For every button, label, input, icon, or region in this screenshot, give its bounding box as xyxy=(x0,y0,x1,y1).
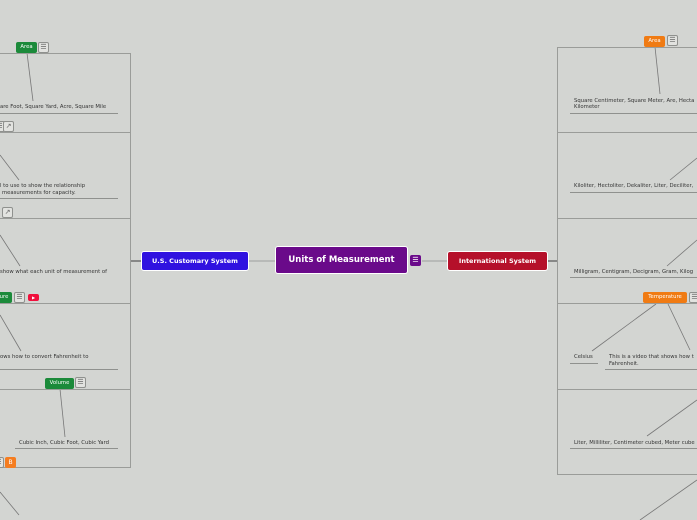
topic-text: Liter, Milliliter, Centimeter cubed, Met… xyxy=(574,440,695,446)
topic-frame xyxy=(0,132,131,219)
topic-badge-volume[interactable]: Volume xyxy=(45,378,74,389)
topic-text: l to use to show the relationship xyxy=(0,183,86,189)
topic-text: Cubic Inch, Cubic Foot, Cubic Yard xyxy=(19,440,109,446)
link-icon[interactable]: ↗ xyxy=(2,207,13,218)
topic-frame xyxy=(557,132,697,219)
topic-text: This is a video that shows how t xyxy=(609,354,694,360)
topic-frame xyxy=(0,303,131,390)
topic-frame xyxy=(0,53,131,133)
notes-icon[interactable]: ☰ xyxy=(689,292,697,303)
root-topic[interactable]: Units of Measurement xyxy=(275,246,408,274)
topic-badge-temperature[interactable]: Temperature xyxy=(643,292,687,303)
topic-frame xyxy=(557,389,697,475)
notes-icon[interactable]: ☰ xyxy=(0,457,4,468)
notes-icon[interactable]: ☰ xyxy=(75,377,86,388)
topic-text: show what each unit of measurement of xyxy=(0,269,108,275)
topic-frame xyxy=(557,303,697,390)
topic-frame xyxy=(0,389,131,468)
blogger-icon[interactable]: B xyxy=(5,457,16,468)
notes-icon[interactable]: ☰ xyxy=(410,255,421,266)
branch-international[interactable]: International System xyxy=(447,251,548,271)
youtube-icon[interactable]: ▶ xyxy=(28,294,39,301)
topic-frame xyxy=(557,47,697,133)
notes-icon[interactable]: ☰ xyxy=(38,42,49,53)
topic-text: measurements for capacity. xyxy=(2,190,76,196)
link-icon[interactable]: ↗ xyxy=(3,121,14,132)
branch-us-customary[interactable]: U.S. Customary System xyxy=(141,251,249,271)
topic-text: Kilometer xyxy=(574,104,600,110)
topic-text: Milligram, Centigram, Decigram, Gram, Ki… xyxy=(574,269,694,275)
topic-text: Kiloliter, Hectoliter, Dekaliter, Liter,… xyxy=(574,183,694,189)
subtopic-celsius: Celsius xyxy=(574,354,593,360)
topic-badge-area[interactable]: Area xyxy=(644,36,665,47)
topic-badge-temperature[interactable]: ure xyxy=(0,292,12,303)
notes-icon[interactable]: ☰ xyxy=(14,292,25,303)
topic-text: Square Centimeter, Square Meter, Are, He… xyxy=(574,98,695,104)
topic-badge-area[interactable]: Area xyxy=(16,42,37,53)
notes-icon[interactable]: ☰ xyxy=(667,35,678,46)
topic-text: are Foot, Square Yard, Acre, Square Mile xyxy=(0,104,107,110)
topic-text: Fahrenheit. xyxy=(609,361,639,367)
topic-text: ows how to convert Fahrenheit to xyxy=(0,354,89,360)
